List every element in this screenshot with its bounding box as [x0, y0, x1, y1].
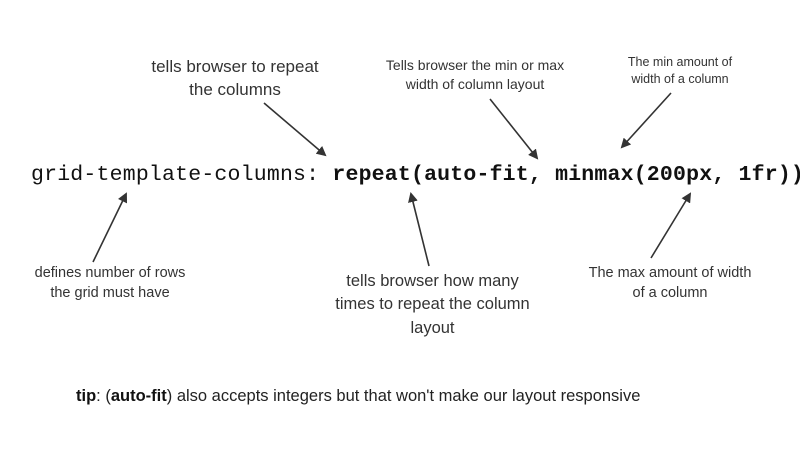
annotation-min-width-line-1: The min amount of [627, 55, 733, 69]
annotation-repeat-line-2: the columns [189, 79, 281, 99]
arrow-repeat [263, 102, 327, 157]
tip-label: tip [76, 387, 97, 405]
annotation-max-width-line-2: of a column [632, 284, 708, 301]
tip-keyword: auto-fit [110, 387, 167, 405]
annotation-repeat-count-line-1: tells browser how many [346, 272, 519, 290]
tip-separator: : ( [96, 387, 111, 405]
arrow-min-width [620, 92, 672, 149]
code-property: grid-template-columns: [31, 163, 333, 187]
arrow-repeat-count [408, 192, 430, 267]
annotation-max-width-line-1: The max amount of width [588, 265, 752, 281]
annotation-min-width: The min amount of width of a column [605, 54, 755, 88]
arrow-max-width [650, 192, 692, 259]
annotation-minmax-line-1: Tells browser the min or max [385, 57, 565, 73]
code-line: grid-template-columns: repeat(auto-fit, … [31, 163, 800, 187]
annotation-minmax: Tells browser the min or max width of co… [360, 56, 590, 94]
annotation-rows: defines number of rows the grid must hav… [10, 264, 210, 303]
code-value: repeat(auto-fit, minmax(200px, 1fr)); [332, 163, 800, 187]
annotation-repeat-count-line-3: layout [410, 318, 455, 337]
annotation-repeat: tells browser to repeat the columns [130, 56, 340, 102]
tip-text: tip: (auto-fit) also accepts integers bu… [76, 387, 640, 406]
annotation-repeat-line-1: tells browser to repeat [151, 57, 319, 76]
annotation-min-width-line-2: width of a column [631, 71, 729, 86]
annotation-repeat-count: tells browser how many times to repeat t… [315, 270, 550, 340]
arrow-minmax [489, 98, 539, 160]
annotation-repeat-count-line-2: times to repeat the column [335, 295, 530, 314]
tip-rest: ) also accepts integers but that won't m… [166, 387, 641, 405]
annotation-minmax-line-2: width of column layout [405, 75, 545, 92]
annotation-max-width: The max amount of width of a column [575, 264, 765, 303]
annotation-rows-line-1: defines number of rows [34, 265, 186, 281]
arrow-rows [92, 192, 128, 263]
annotation-rows-line-2: the grid must have [50, 284, 170, 301]
